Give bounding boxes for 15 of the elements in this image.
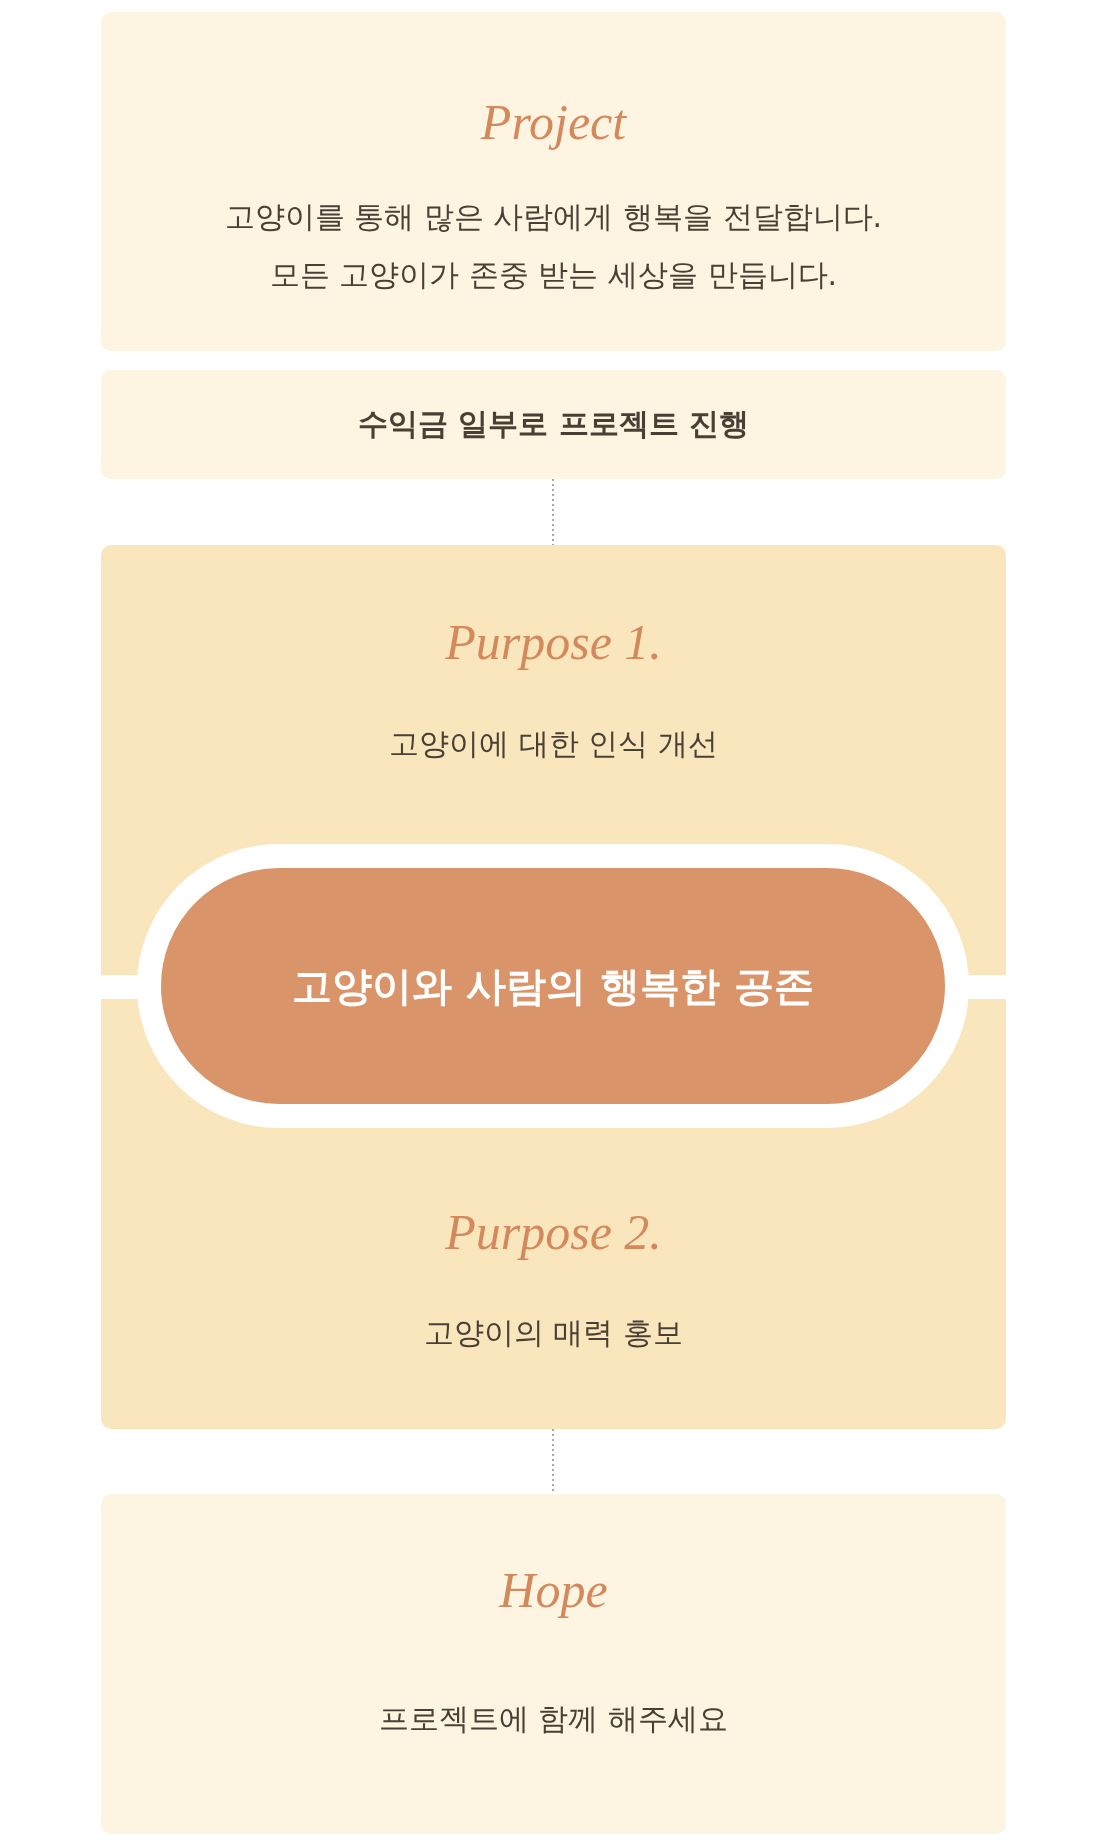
info-card xyxy=(101,370,1006,479)
body-text: 고양이를 통해 많은 사람에게 행복을 전달합니다. 모든 고양이가 존중 받는 세상을 만듭니다. xyxy=(223,198,884,294)
body-text: 프로젝트에 함께 해주세요 xyxy=(378,1700,729,1738)
dotted-connector xyxy=(552,478,554,546)
body-text: 고양이에 대한 인식 개선 xyxy=(389,725,718,763)
goal-text: 고양이와 사람의 행복한 공존 xyxy=(292,962,814,1011)
info-card xyxy=(101,1494,1006,1834)
info-card xyxy=(101,12,1006,351)
section-title: Purpose 1. xyxy=(445,613,662,672)
body-text: 고양이의 매력 홍보 xyxy=(423,1314,684,1352)
section-title: Purpose 2. xyxy=(445,1203,662,1262)
card-text: 수익금 일부로 프로젝트 진행 xyxy=(357,405,750,443)
section-title: Hope xyxy=(499,1561,608,1620)
purpose-panel xyxy=(101,545,1006,1429)
section-title: Project xyxy=(480,93,627,152)
